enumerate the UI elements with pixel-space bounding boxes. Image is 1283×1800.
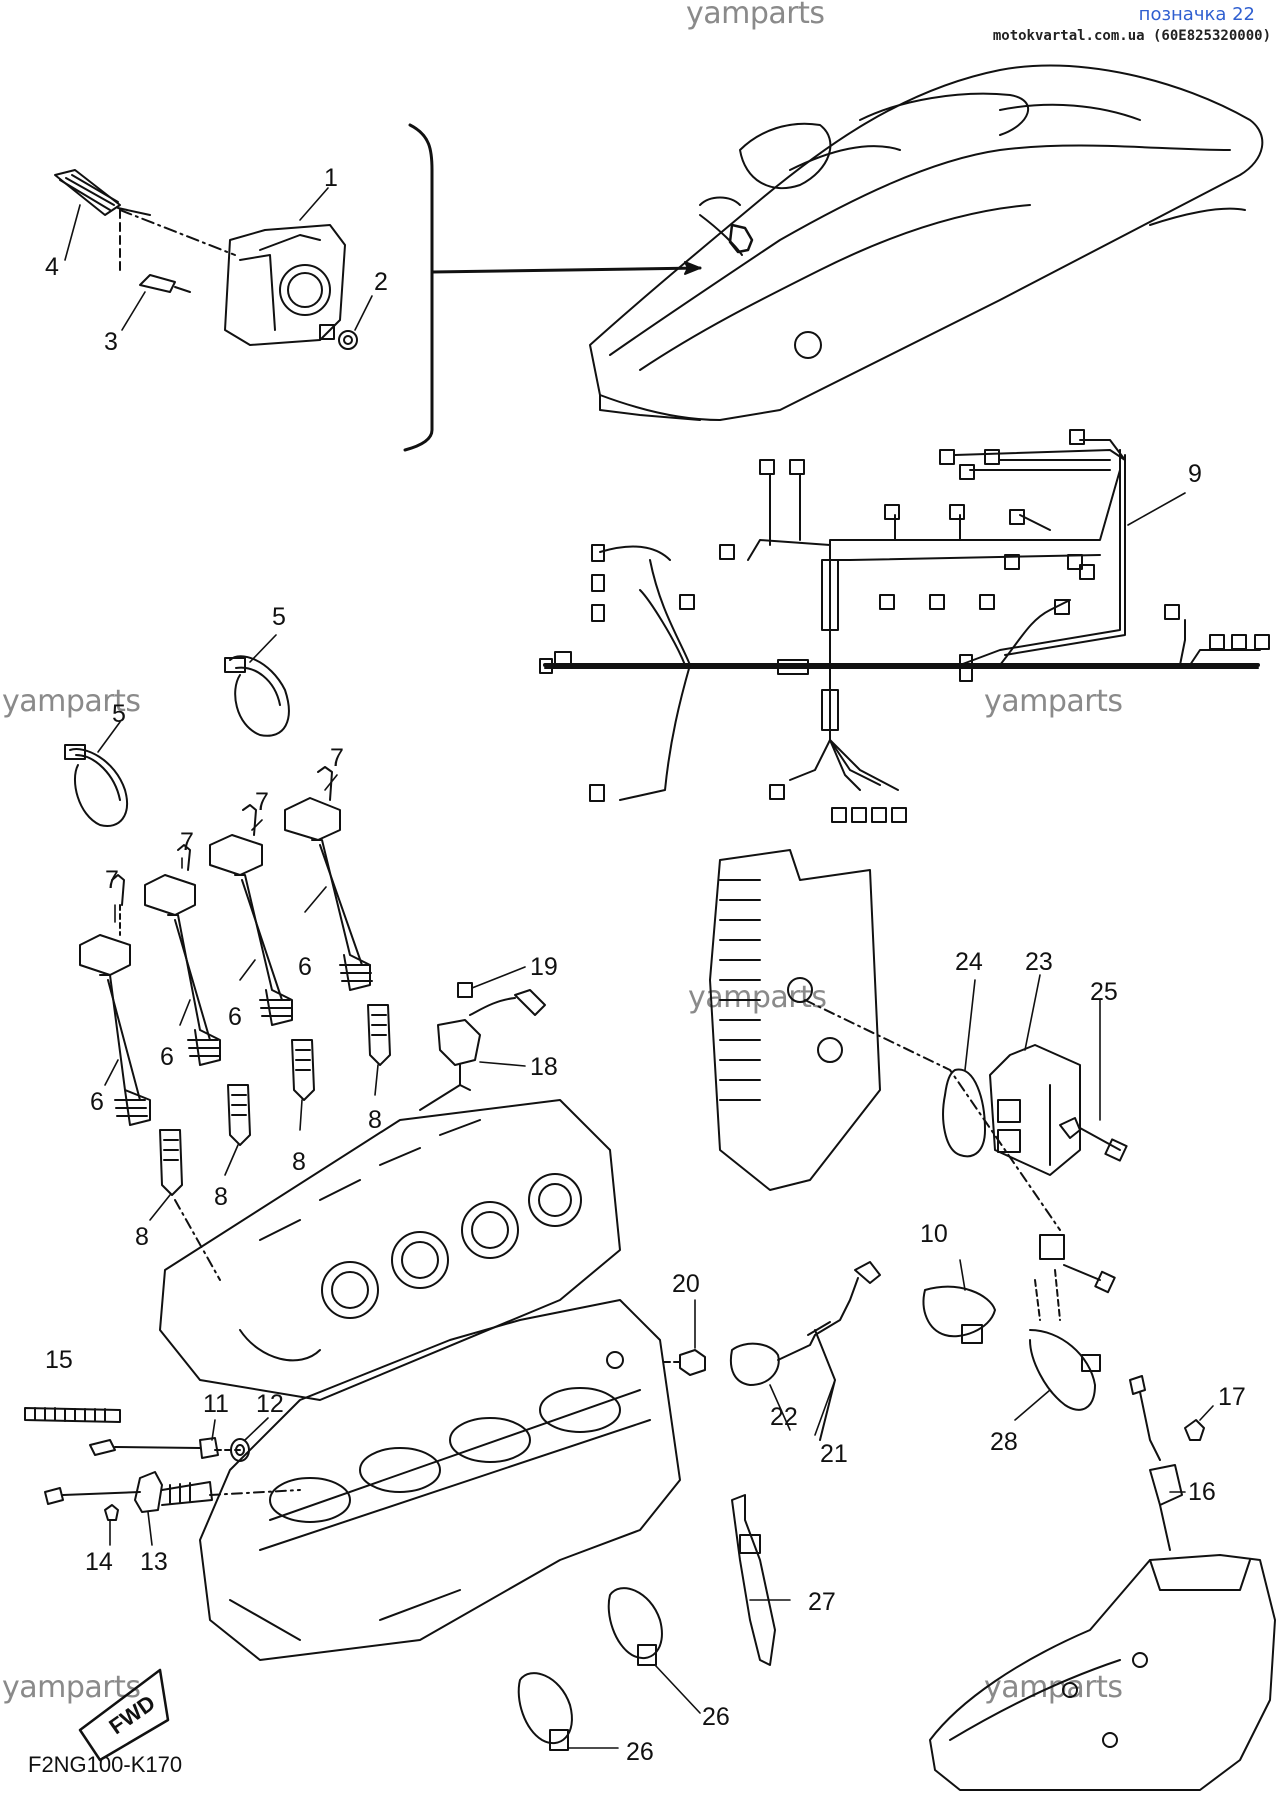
- ignition-coil-2: [144, 844, 221, 1066]
- ignition-coil-1: [79, 874, 151, 1126]
- engine-block: [159, 1099, 681, 1661]
- label-part-6-d: 6: [298, 953, 312, 981]
- label-part-10: 10: [920, 1220, 948, 1248]
- watermark-harness: yamparts: [984, 684, 1123, 719]
- label-part-11: 11: [203, 1390, 229, 1418]
- label-part-6-c: 6: [228, 1003, 242, 1031]
- pin-part-3: [139, 274, 191, 293]
- label-part-14: 14: [85, 1548, 113, 1576]
- sensor-20: [659, 1349, 706, 1376]
- cable-tie-5-upper: [224, 655, 290, 737]
- label-part-8-d: 8: [368, 1106, 382, 1134]
- part-labels: 1 2 3 4 5 5 6 6 6 6 7 7 7 7 8 8 8 8 9 10…: [45, 164, 1246, 1766]
- label-part-23: 23: [1025, 948, 1053, 976]
- label-part-17: 17: [1218, 1383, 1246, 1411]
- watermark-top: yamparts: [686, 0, 825, 31]
- fwd-arrow-icon: [78, 1668, 170, 1762]
- cable-tie-10: [922, 1285, 996, 1344]
- callout-bracket: [403, 123, 702, 452]
- label-part-4: 4: [45, 253, 59, 281]
- header-link[interactable]: позначка 22: [1138, 4, 1255, 25]
- label-part-3: 3: [104, 328, 118, 356]
- label-part-19: 19: [530, 953, 558, 981]
- cable-tie-28: [1029, 1269, 1101, 1411]
- label-part-21: 21: [820, 1440, 848, 1468]
- hose-15: [24, 1407, 121, 1423]
- label-part-8-a: 8: [135, 1223, 149, 1251]
- label-part-8-b: 8: [214, 1183, 228, 1211]
- leader-lines: [64, 187, 1214, 1749]
- label-part-7-c: 7: [255, 788, 269, 816]
- sensor-18-19: [419, 982, 546, 1111]
- cable-tie-26-lower: [517, 1672, 573, 1751]
- label-part-12: 12: [256, 1390, 284, 1418]
- exhaust-manifold: [929, 1554, 1276, 1791]
- ignition-coil-3: [209, 804, 293, 1026]
- label-part-7-a: 7: [105, 866, 119, 894]
- label-part-25: 25: [1090, 978, 1118, 1006]
- watercraft-drawing: [589, 64, 1264, 421]
- watermark-bottom-left: yamparts: [2, 1670, 141, 1705]
- label-part-1: 1: [324, 164, 338, 192]
- label-part-20: 20: [672, 1270, 700, 1298]
- sensor-16-17: [1129, 1375, 1205, 1551]
- label-part-6-a: 6: [90, 1088, 104, 1116]
- label-part-7-d: 7: [330, 744, 344, 772]
- label-part-24: 24: [955, 948, 983, 976]
- label-part-5-lower: 5: [112, 700, 126, 728]
- ecu-23: [989, 1044, 1081, 1176]
- cable-tie-27: [731, 1494, 776, 1666]
- watermark-left-mid: yamparts: [2, 684, 141, 719]
- wire-harness: [539, 429, 1270, 823]
- sensor-21-22: [730, 1261, 881, 1441]
- sensor-11: [89, 1437, 219, 1459]
- label-part-6-b: 6: [160, 1043, 174, 1071]
- throttle-body-assembly: [54, 169, 358, 350]
- header-source: motokvartal.com.ua (60E825320000): [992, 28, 1271, 44]
- label-part-18: 18: [530, 1053, 558, 1081]
- label-part-16: 16: [1188, 1478, 1216, 1506]
- label-part-26-upper: 26: [702, 1703, 730, 1731]
- label-part-22: 22: [770, 1403, 798, 1431]
- label-part-13: 13: [140, 1548, 168, 1576]
- label-part-28: 28: [990, 1428, 1018, 1456]
- gasket-24: [942, 1068, 986, 1158]
- label-part-8-c: 8: [292, 1148, 306, 1176]
- label-part-26-lower: 26: [626, 1738, 654, 1766]
- bracket-bolt: [1039, 1234, 1116, 1294]
- watermark-bottom-right: yamparts: [984, 1670, 1123, 1705]
- engine-side-view: [709, 849, 1061, 1231]
- cable-tie-26-upper: [607, 1587, 663, 1666]
- label-part-9: 9: [1188, 460, 1202, 488]
- label-part-5-upper: 5: [272, 603, 286, 631]
- screw-part-4: [54, 169, 151, 216]
- cable-tie-5-lower: [64, 744, 128, 827]
- sensor-13-14: [44, 1471, 213, 1521]
- label-part-2: 2: [374, 268, 388, 296]
- label-part-15: 15: [45, 1346, 73, 1374]
- label-part-7-b: 7: [180, 828, 194, 856]
- bolt-25: [1059, 1117, 1128, 1162]
- label-part-27: 27: [808, 1588, 836, 1616]
- fwd-label: FWD: [104, 1690, 159, 1739]
- ignition-coil-4: [284, 766, 373, 991]
- spark-plug-set: [159, 1004, 391, 1281]
